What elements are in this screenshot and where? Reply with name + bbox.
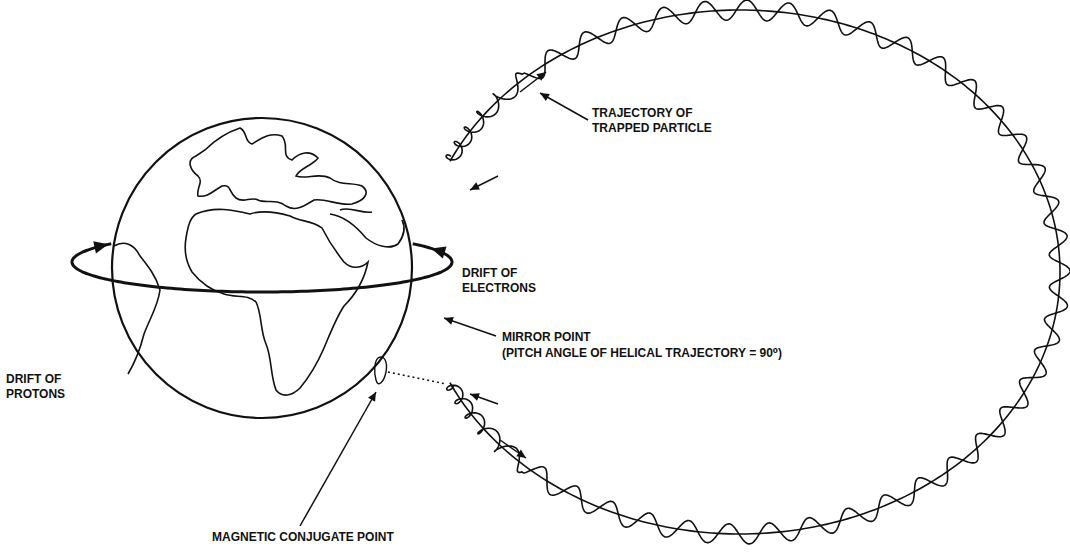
figure-label: (PITCH ANGLE OF HELICAL TRAJECTORY = 90⁰…	[502, 346, 782, 361]
south-america-coast	[114, 243, 160, 374]
arrow-head	[368, 392, 376, 402]
direction-arrow	[520, 72, 546, 92]
madagascar	[375, 357, 387, 384]
leader-line	[300, 392, 376, 526]
africa-coast	[185, 209, 368, 395]
figure-label: DRIFT OF ELECTRONS	[462, 266, 542, 296]
globe-outline	[112, 118, 412, 418]
direction-arrow	[500, 440, 526, 458]
leader-line	[444, 318, 496, 336]
arrow-head	[444, 317, 454, 325]
field-line	[450, 10, 1060, 534]
drift-path	[413, 244, 452, 262]
arrow-head	[540, 93, 550, 101]
drift-orbit	[72, 241, 452, 292]
figure-label: TRAJECTORY OF TRAPPED PARTICLE	[592, 106, 722, 136]
trapped-particle-trajectory	[446, 0, 1070, 544]
leader-lines	[300, 93, 588, 526]
figure-label: DRIFT OF PROTONS	[6, 372, 76, 402]
direction-arrow	[470, 176, 498, 190]
figure-label: MIRROR POINT	[502, 330, 591, 345]
arrow-head	[431, 247, 446, 259]
arrow-head	[516, 450, 526, 458]
leader-line	[540, 93, 588, 120]
arrow-head	[470, 182, 480, 190]
earth-globe	[112, 118, 412, 418]
helical-trajectory	[446, 0, 1070, 544]
drift-path	[72, 262, 452, 292]
direction-arrow	[470, 394, 498, 404]
arrow-head	[536, 72, 546, 81]
europe-coast	[190, 128, 366, 208]
figure-label: MAGNETIC CONJUGATE POINT	[212, 530, 394, 545]
arabia-coast	[330, 209, 404, 247]
dotted-field-line	[388, 372, 446, 384]
arrow-head	[470, 393, 480, 401]
arrow-head	[93, 241, 108, 253]
